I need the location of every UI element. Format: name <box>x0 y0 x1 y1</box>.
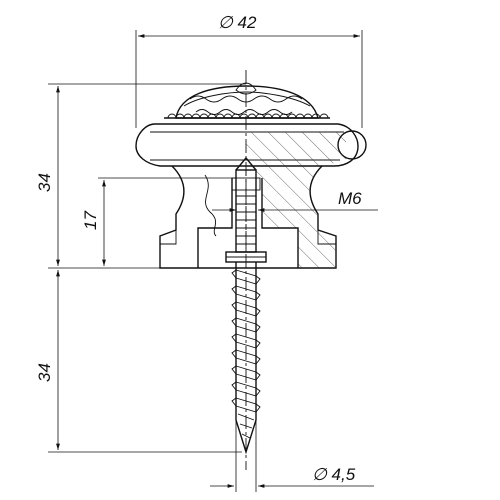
dim-top-diameter-label: ∅ 42 <box>218 13 257 32</box>
dim-height-inner-label: 17 <box>81 211 100 230</box>
dim-thread-label: M6 <box>338 189 362 208</box>
dim-top-diameter: ∅ 42 <box>135 13 363 128</box>
dim-height-lower: 34 <box>35 270 242 453</box>
dim-height-lower-label: 34 <box>35 363 54 382</box>
dim-height-upper: 34 <box>35 83 246 269</box>
dim-height-upper-label: 34 <box>35 173 54 192</box>
dim-thread: M6 <box>212 189 378 212</box>
dim-screw-diameter-label: ∅ 4,5 <box>312 465 356 484</box>
dim-height-inner: 17 <box>81 177 236 266</box>
knob-body <box>135 82 367 269</box>
dim-screw-diameter: ∅ 4,5 <box>210 420 374 492</box>
